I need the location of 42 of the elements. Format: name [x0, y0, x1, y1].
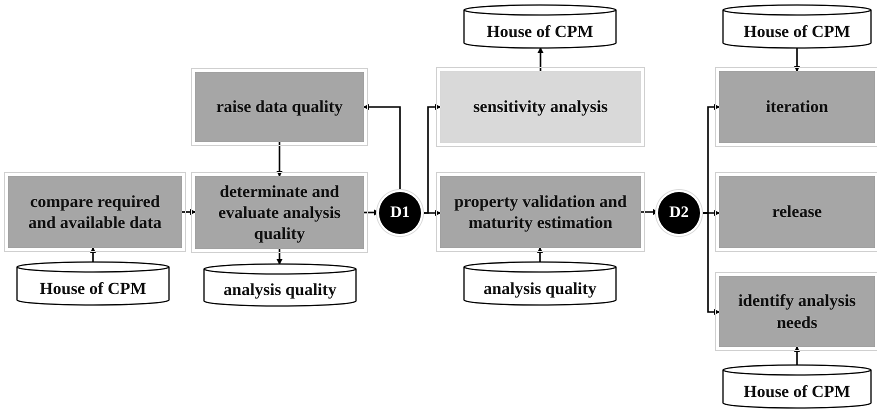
process-box [195, 176, 364, 249]
node-label: House of CPM [744, 22, 850, 42]
decision-label: D1 [390, 204, 410, 222]
node-label: release [772, 201, 822, 223]
arrow [537, 247, 543, 262]
node-label: House of CPM [486, 22, 594, 42]
database-cylinder [463, 262, 617, 305]
process-box [8, 176, 182, 248]
node-label: determinate and evaluate analysis quality [217, 180, 342, 244]
arrow [700, 212, 720, 315]
arrow [794, 346, 800, 365]
node-label: House of CPM [40, 278, 146, 298]
arrow [90, 247, 96, 262]
arrow [363, 104, 401, 192]
process-box [440, 71, 641, 143]
node-label: property validation and maturity estimation [453, 190, 628, 234]
process-box [719, 276, 875, 347]
process-box [719, 71, 875, 143]
process-box [719, 176, 875, 248]
arrow [276, 142, 282, 177]
database-cylinder [722, 365, 872, 408]
database-cylinder [16, 262, 170, 305]
decision-label: D2 [669, 204, 689, 222]
node-label: sensitivity analysis [473, 96, 608, 118]
node-label: identify analysis needs [737, 290, 857, 333]
database-cylinder [463, 5, 617, 48]
process-box [195, 72, 364, 142]
decision-circle [379, 192, 421, 234]
node-label: analysis quality [484, 278, 596, 298]
node-label: iteration [766, 96, 828, 118]
node-label: analysis quality [224, 280, 336, 300]
database-cylinder [203, 264, 357, 306]
node-label: House of CPM [744, 382, 850, 402]
arrow [794, 48, 800, 72]
decision-circle [658, 192, 700, 234]
process-box [440, 176, 641, 248]
arrow [276, 249, 282, 265]
arrow [538, 47, 544, 71]
node-label: raise data quality [216, 96, 343, 118]
database-cylinder [722, 5, 872, 48]
node-label: compare required and available data [27, 190, 163, 234]
arrow [182, 209, 196, 215]
